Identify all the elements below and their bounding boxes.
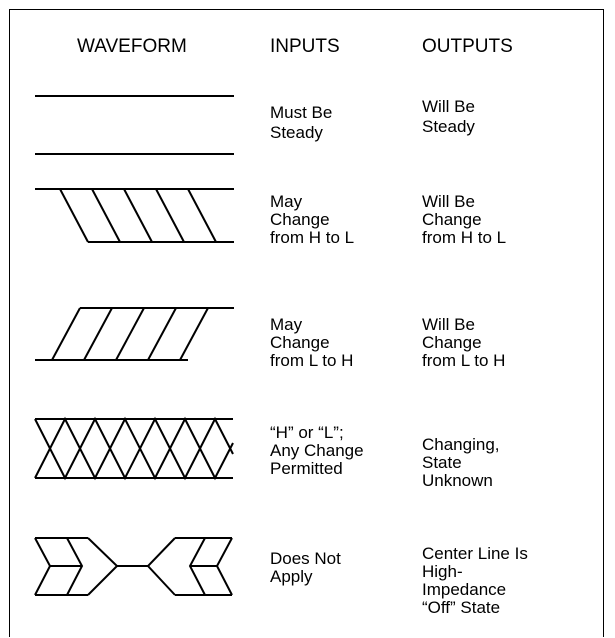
header-waveform: WAVEFORM	[77, 36, 187, 57]
high-impedance-waveform-icon	[34, 537, 233, 596]
header-inputs: INPUTS	[270, 36, 340, 57]
row-4-input: “H” or “L”; Any Change Permitted	[270, 423, 364, 478]
any-change-waveform-icon	[34, 416, 234, 481]
waveform-table-frame	[9, 9, 604, 637]
row-2-input: May Change from H to L	[270, 192, 355, 247]
row-5-input: Does Not Apply	[270, 549, 341, 586]
row-1-input: Must Be Steady	[270, 103, 333, 142]
change-h-to-l-waveform-icon	[35, 188, 234, 243]
row-2-output: Will Be Change from H to L	[422, 192, 507, 247]
change-l-to-h-waveform-icon	[35, 307, 234, 361]
row-3-input: May Change from L to H	[270, 315, 354, 370]
row-3-output: Will Be Change from L to H	[422, 315, 506, 370]
row-1-output: Will Be Steady	[422, 97, 475, 136]
row-4-output: Changing, State Unknown	[422, 435, 500, 490]
steady-waveform-icon	[35, 95, 234, 155]
header-outputs: OUTPUTS	[422, 36, 513, 57]
row-5-output: Center Line Is High- Impedance “Off” Sta…	[422, 544, 528, 617]
